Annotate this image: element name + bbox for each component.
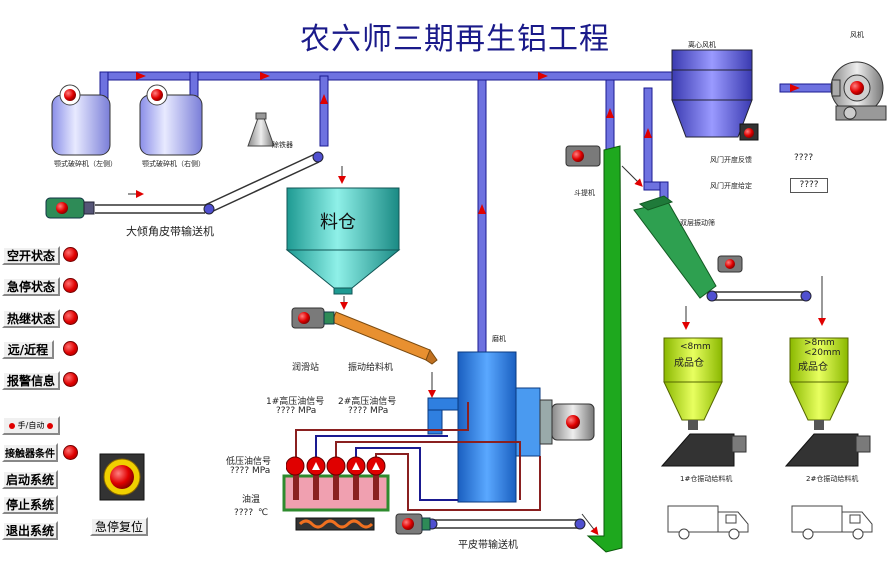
hp2-label: 2#高压油信号 (338, 397, 397, 407)
crusher-right-label: 颚式破碎机（右侧） (142, 160, 205, 168)
valve-setting-label: 风门开度给定 (710, 182, 752, 190)
lube-station-label: 润滑站 (292, 363, 320, 373)
double-screen-label: 双层振动筛 (680, 219, 715, 227)
mode-switch-button[interactable]: 手/自动 (2, 416, 60, 435)
oil-gauges (285, 456, 396, 476)
lp-label: 低压油信号 (226, 457, 272, 467)
contactor-led (63, 445, 78, 460)
page-title: 农六师三期再生铝工程 (300, 22, 610, 57)
product-feeder-1 (660, 433, 747, 467)
feeder-motor (291, 307, 335, 329)
iron-remover-label: 除铁器 (272, 141, 293, 149)
crusher-left-label: 颚式破碎机（左侧） (54, 160, 117, 168)
status-button-alarm[interactable]: 报警信息 (2, 371, 60, 390)
flat-belt-conveyor (395, 513, 586, 535)
product-feeder-2 (784, 433, 871, 467)
big-conveyor-label: 大倾角皮带输送机 (126, 225, 214, 238)
status-led-alarm (63, 372, 78, 387)
oil-temp-unit: ℃ (258, 508, 269, 518)
product-feeder-2-label: 2#仓振动给料机 (806, 475, 859, 483)
material-bin (285, 166, 401, 310)
hp1-value: ???? (276, 406, 296, 416)
mode-switch-label: 手/自动 (17, 421, 45, 430)
valve-setting-input[interactable]: ???? (790, 178, 828, 193)
valve-feedback-value: ???? (794, 153, 814, 163)
status-button-thermal-relay[interactable]: 热继状态 (2, 309, 60, 328)
vibro-feeder-label: 振动给料机 (348, 363, 394, 373)
status-button-remote-local[interactable]: 远/近程 (2, 340, 54, 359)
oil-temp-label: 油温 (242, 495, 261, 505)
status-button-breaker[interactable]: 空开状态 (2, 246, 60, 265)
lp-unit: MPa (252, 466, 271, 476)
estop-reset-button[interactable]: 急停复位 (90, 517, 148, 536)
hp2-unit: MPa (370, 406, 389, 416)
product-bin-1-label: 成品仓 (674, 358, 704, 369)
oil-tank (282, 470, 390, 531)
fan (830, 61, 887, 121)
big-incline-conveyor (95, 151, 324, 215)
status-led-thermal-relay (63, 310, 78, 325)
valve-feedback-label: 风门开度反馈 (710, 156, 752, 164)
product-bin-2 (789, 337, 849, 430)
estop-button (99, 453, 145, 501)
mode-switch-led-right (47, 422, 54, 429)
crusher-left (51, 84, 111, 156)
double-deck-screen (633, 195, 826, 330)
vibro-feeder-chute (331, 311, 438, 398)
product-feeder-1-label: 1#仓振动给料机 (680, 475, 733, 483)
duct-flow-arrows (136, 72, 800, 214)
stop-system-button[interactable]: 停止系统 (2, 495, 58, 514)
status-button-estop[interactable]: 急停状态 (2, 277, 60, 296)
status-led-estop (63, 278, 78, 293)
centrifugal-fan (671, 49, 759, 141)
bin-label: 料仓 (320, 212, 356, 233)
flat-conveyor-label: 平皮带输送机 (458, 540, 518, 551)
hp1-label: 1#高压油信号 (266, 397, 325, 407)
product-bin-1-size: <8mm (680, 342, 711, 352)
contactor-condition-button[interactable]: 接触器条件 (2, 443, 58, 462)
exit-system-button[interactable]: 退出系统 (2, 521, 58, 540)
truck-1 (667, 505, 749, 540)
product-bin-2-label: 成品仓 (798, 362, 828, 373)
status-led-remote-local (63, 341, 78, 356)
oil-temp-value: ???? (234, 508, 254, 518)
lp-value: ???? (230, 466, 250, 476)
product-bin-2-size-min: >8mm (804, 338, 835, 348)
mill-label: 磨机 (492, 335, 506, 343)
conveyor-motor (45, 197, 95, 219)
bucket-elevator (565, 145, 643, 553)
fan-label: 风机 (850, 31, 864, 39)
crusher-right (139, 84, 203, 156)
mode-switch-led (8, 422, 15, 429)
product-bin-2-size-max: <20mm (804, 348, 841, 358)
start-system-button[interactable]: 启动系统 (2, 470, 58, 489)
truck-2 (791, 505, 873, 540)
hp1-unit: MPa (298, 406, 317, 416)
product-bin-1 (663, 337, 723, 430)
hp2-value: ???? (348, 406, 368, 416)
hydraulic-piping (295, 402, 541, 511)
mill (427, 351, 595, 503)
centrifugal-fan-label: 离心风机 (688, 41, 716, 49)
status-led-breaker (63, 247, 78, 262)
iron-remover (247, 112, 275, 147)
bucket-elevator-label: 斗提机 (574, 189, 595, 197)
